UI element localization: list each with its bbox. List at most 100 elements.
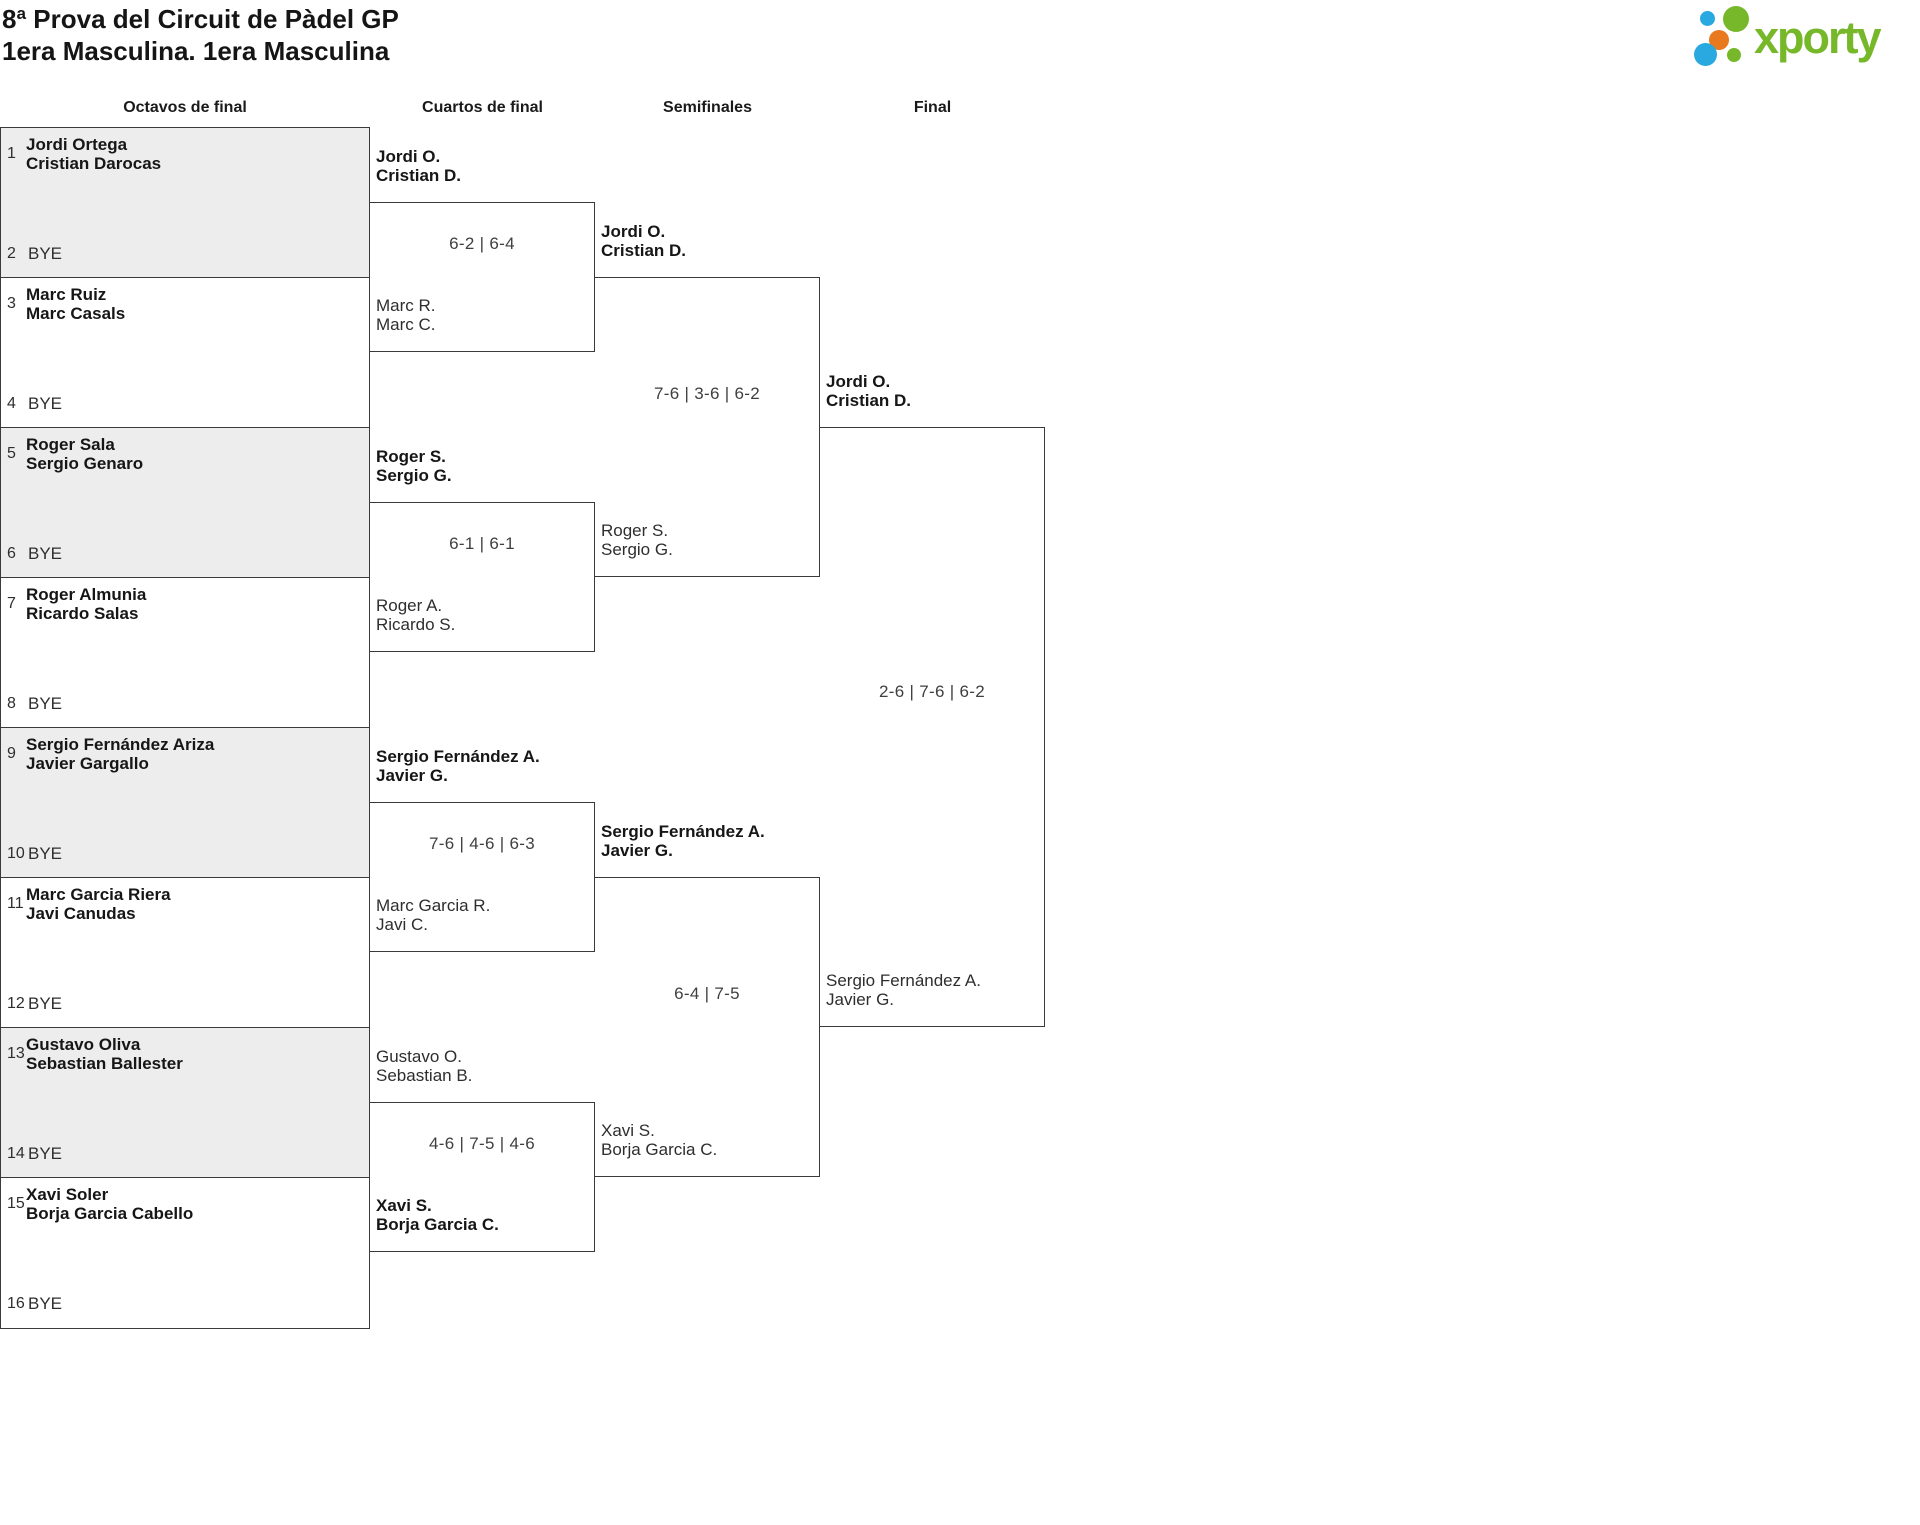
bye-label: BYE	[28, 1294, 63, 1313]
team-name-line: Sebastian B.	[376, 1066, 473, 1085]
pair-name-top: Jordi O.Cristian D.	[376, 147, 461, 185]
team-name-line: Cristian D.	[826, 391, 912, 410]
category-subtitle: 1era Masculina. 1era Masculina	[2, 36, 390, 66]
match-score: 7-6 | 4-6 | 6-3	[429, 834, 535, 853]
seed-number: 9	[7, 745, 16, 762]
team-name-line: Sergio Genaro	[26, 454, 144, 473]
round-header-final: Final	[913, 99, 952, 116]
team-name-line: Ricardo S.	[376, 615, 456, 634]
team-name-line: Sergio Fernández Ariza	[26, 735, 215, 754]
round-header-cuartos: Cuartos de final	[422, 99, 543, 116]
logo-dot-orange-icon	[1709, 30, 1729, 50]
seed-number: 16	[7, 1295, 25, 1312]
seed-number: 3	[7, 295, 16, 312]
bye-label: BYE	[28, 844, 63, 863]
team-name-line: Sergio Fernández A.	[601, 822, 765, 841]
team-name-line: Javier Gargallo	[26, 754, 149, 773]
team-name-line: Ricardo Salas	[26, 604, 139, 623]
pair-name-top: Jordi O.Cristian D.	[826, 372, 911, 410]
pair-name-bottom: Xavi S.Borja Garcia C.	[376, 1196, 499, 1234]
logo-wordmark: xporty	[1754, 12, 1882, 63]
team-name-line: Javi C.	[376, 915, 428, 934]
seed-number: 1	[7, 145, 16, 162]
team-name-line: Javier G.	[601, 841, 673, 860]
team-name-line: Roger S.	[601, 521, 669, 540]
team-name-line: Marc Ruiz	[26, 285, 107, 304]
pair-name-bottom: Xavi S.Borja Garcia C.	[601, 1121, 717, 1159]
bye-label: BYE	[28, 994, 63, 1013]
team-name-line: Marc Casals	[26, 304, 126, 323]
team-name-line: Gustavo Oliva	[26, 1035, 141, 1054]
team-name-line: Cristian D.	[376, 166, 462, 185]
seed-number: 11	[7, 895, 24, 912]
logo-dot-blue-large-icon	[1694, 43, 1717, 66]
seed-number: 13	[7, 1045, 25, 1062]
seed-number: 7	[7, 595, 16, 612]
team-name-line: Roger Almunia	[26, 585, 147, 604]
team-name-line: Roger Sala	[26, 435, 115, 454]
pair-name-bottom: Roger S.Sergio G.	[601, 521, 673, 559]
team-name-line: Marc Garcia Riera	[26, 885, 171, 904]
seed-number: 14	[7, 1145, 25, 1162]
pair-name-bottom: Marc R.Marc C.	[376, 296, 436, 334]
bye-label: BYE	[28, 1144, 63, 1163]
pair-name-top: Gustavo O.Sebastian B.	[376, 1047, 472, 1085]
team-name-line: Cristian Darocas	[26, 154, 162, 173]
pair-name-bottom: Roger A.Ricardo S.	[376, 596, 455, 634]
seed-number: 6	[7, 545, 16, 562]
logo-dot-blue-small-icon	[1700, 11, 1715, 26]
bye-label: BYE	[28, 244, 63, 263]
quarterfinal-match: Sergio Fernández A.Javier G. 7-6 | 4-6 | …	[370, 747, 595, 952]
team-name-line: Roger S.	[376, 447, 446, 466]
pair-name-top: Sergio Fernández A.Javier G.	[376, 747, 540, 785]
bye-label: BYE	[28, 544, 63, 563]
team-name-line: Roger A.	[376, 596, 443, 615]
logo-dot-green-large-icon	[1723, 6, 1749, 32]
tournament-title: 8ª Prova del Circuit de Pàdel GP	[2, 4, 399, 34]
team-name-line: Xavi Soler	[26, 1185, 109, 1204]
team-name-line: Javier G.	[376, 766, 448, 785]
seed-number: 10	[7, 845, 25, 862]
team-name-line: Borja Garcia Cabello	[26, 1204, 194, 1223]
team-name-line: Marc Garcia R.	[376, 896, 491, 915]
pair-name-bottom: Sergio Fernández A.Javier G.	[826, 971, 981, 1009]
team-name-line: Jordi Ortega	[26, 135, 128, 154]
team-name-line: Borja Garcia C.	[601, 1140, 718, 1159]
seed-number: 15	[7, 1195, 25, 1212]
match-score: 7-6 | 3-6 | 6-2	[654, 384, 760, 403]
pair-name-top: Jordi O.Cristian D.	[601, 222, 686, 260]
team-name-line: Marc C.	[376, 315, 436, 334]
bye-label: BYE	[28, 394, 63, 413]
team-name-line: Javi Canudas	[26, 904, 136, 923]
team-name-line: Sergio G.	[601, 540, 673, 559]
match-score: 2-6 | 7-6 | 6-2	[879, 682, 985, 701]
team-name-line: Borja Garcia C.	[376, 1215, 499, 1234]
team-name-line: Sebastian Ballester	[26, 1054, 183, 1073]
seed-number: 4	[7, 395, 16, 412]
pair-name-bottom: Marc Garcia R.Javi C.	[376, 896, 490, 934]
round-header-octavos: Octavos de final	[123, 99, 247, 116]
logo-dot-green-small-icon	[1727, 48, 1741, 62]
round-header-semifinales: Semifinales	[663, 99, 752, 116]
